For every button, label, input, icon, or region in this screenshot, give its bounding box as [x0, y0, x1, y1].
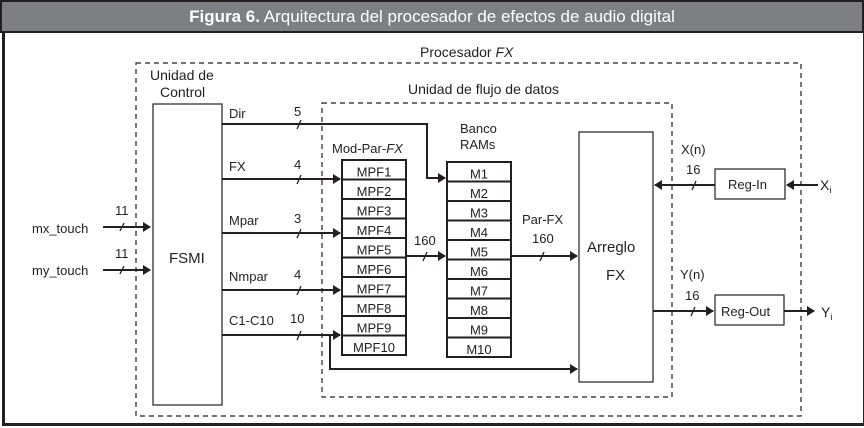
fx-label: FX: [229, 159, 246, 174]
my-touch-width: 11: [115, 246, 129, 261]
mpf-cell-label: MPF7: [357, 282, 392, 297]
mpf-to-ram-width: 160: [414, 233, 436, 248]
mpf-cell: [341, 334, 407, 356]
fsmi-label: FSMI: [169, 250, 205, 267]
c1c10-width: 10: [290, 311, 304, 326]
ram-cell-label: M1: [470, 167, 488, 182]
ram-bank-title-1: Banco: [460, 121, 497, 136]
fx-array-label-1: Arreglo: [587, 239, 635, 256]
dir-width: 5: [294, 104, 301, 119]
bus-slash: [119, 265, 125, 275]
mpar-width: 3: [294, 211, 301, 226]
mpf-cell-label: MPF9: [357, 321, 392, 336]
bus-slash: [539, 251, 545, 262]
mpf-cell-label: MPF4: [357, 223, 392, 238]
reg-in-block: [714, 168, 786, 200]
c1c10-branch-wire: [329, 335, 578, 374]
ram-cell-label: M3: [470, 206, 488, 221]
fx-width: 4: [294, 157, 301, 172]
ram-cell-label: M10: [466, 342, 491, 357]
xn-width: 16: [686, 162, 700, 177]
mod-par-fx-column: MPF1MPF2MPF3MPF4MPF5MPF6MPF7MPF8MPF9MPF1…: [341, 159, 407, 356]
bus-slash: [691, 180, 697, 191]
fsmi-block: [152, 103, 223, 406]
bus-slash: [119, 222, 125, 232]
figure-label: Figura 6.: [189, 7, 260, 26]
bus-slash: [422, 251, 428, 262]
mpf-cell-label: MPF8: [357, 301, 392, 316]
ram-cell-label: M6: [470, 264, 488, 279]
processor-title: Procesador FX: [420, 44, 514, 60]
ram-cell-label: M5: [470, 245, 488, 260]
mx-touch-label: mx_touch: [32, 221, 88, 236]
xn-label: X(n): [681, 142, 706, 157]
par-fx-label: Par-FX: [522, 212, 564, 227]
dir-wire: [222, 123, 446, 183]
fx-array-block: [578, 131, 654, 383]
yi-label: Yi: [821, 304, 832, 322]
ram-cell-label: M7: [470, 284, 488, 299]
ram-cell: [446, 336, 512, 358]
reg-out-block: [714, 294, 785, 326]
figure-caption: Arquitectura del procesador de efectos d…: [263, 7, 675, 26]
mpf-cell-label: MPF10: [353, 340, 395, 355]
ram-cell-label: M9: [470, 323, 488, 338]
ram-cell-label: M8: [470, 303, 488, 318]
dir-label: Dir: [229, 106, 246, 121]
bus-slash: [296, 119, 302, 130]
mpf-cell-label: MPF3: [357, 204, 392, 219]
figure-caption-bar: Figura 6. Arquitectura del procesador de…: [0, 0, 864, 33]
nmpar-width: 4: [294, 267, 301, 282]
control-unit-title-2: Control: [160, 84, 205, 100]
bus-slash: [296, 228, 302, 239]
xi-label: Xi: [820, 177, 831, 195]
mx-touch-width: 11: [115, 203, 129, 218]
nmpar-label: Nmpar: [229, 269, 269, 284]
control-unit-title-1: Unidad de: [150, 67, 214, 83]
my-touch-label: my_touch: [32, 263, 88, 278]
bus-slash: [296, 330, 302, 341]
mpf-cell-label: MPF2: [357, 184, 392, 199]
reg-in-label: Reg-In: [728, 177, 767, 192]
dataflow-unit-boundary: [321, 102, 673, 398]
mpf-cell-label: MPF5: [357, 243, 392, 258]
ram-cell-label: M4: [470, 225, 488, 240]
fx-array-label-2: FX: [606, 267, 625, 284]
ram-bank-title-2: RAMs: [460, 137, 496, 152]
ram-cell-label: M2: [470, 186, 488, 201]
mpf-cell-label: MPF1: [357, 165, 392, 180]
yn-width: 16: [685, 288, 699, 303]
dataflow-unit-title: Unidad de flujo de datos: [408, 81, 559, 97]
mpar-label: Mpar: [229, 213, 259, 228]
par-fx-width: 160: [532, 231, 554, 246]
mpf-cell-label: MPF6: [357, 262, 392, 277]
mod-par-fx-title: Mod-Par-FX: [332, 141, 404, 156]
reg-out-label: Reg-Out: [721, 304, 771, 319]
bus-slash: [690, 306, 696, 317]
bus-slash: [296, 285, 302, 296]
processor-boundary: [135, 62, 802, 417]
c1c10-label: C1-C10: [229, 313, 274, 328]
yn-label: Y(n): [680, 267, 705, 282]
bus-slash: [296, 174, 302, 185]
